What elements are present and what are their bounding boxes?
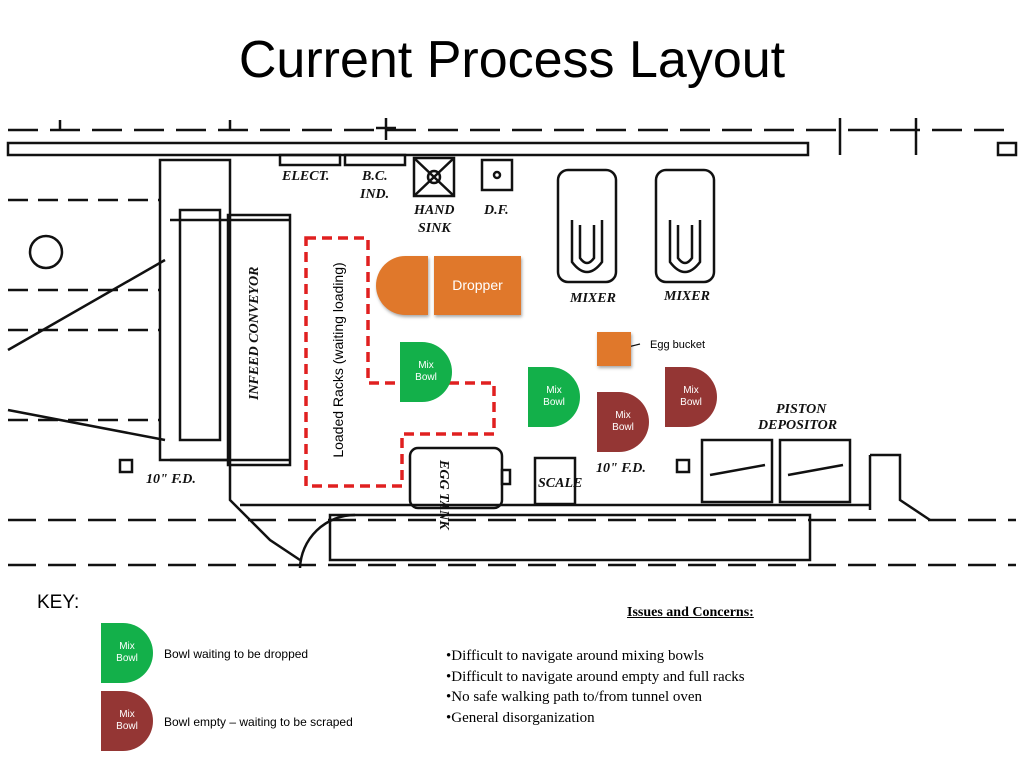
scale-label: SCALE	[538, 476, 582, 491]
issue-item: •No safe walking path to/from tunnel ove…	[446, 689, 703, 705]
infeed-conveyor-label: INFEED CONVEYOR	[247, 267, 262, 401]
piston-label: PISTON	[776, 402, 827, 417]
floor-plan: ELECT. B.C. IND. HAND SINK D.F. MIXER MI…	[6, 118, 1018, 569]
hand-sink	[412, 156, 456, 198]
loaded-racks-area	[304, 236, 496, 488]
key-bowl-green: Mix Bowl	[101, 623, 153, 683]
fd-right-label: 10" F.D.	[596, 461, 646, 476]
dropper-cap	[376, 256, 428, 315]
hand-label: HAND	[413, 203, 454, 218]
issue-item: •Difficult to navigate around empty and …	[446, 668, 745, 685]
issue-item: •Difficult to navigate around mixing bow…	[446, 648, 704, 664]
key-bowl-red: Mix Bowl	[101, 691, 153, 751]
overhead-rail	[6, 141, 810, 157]
egg-tank-label: EGG TANK	[436, 459, 451, 531]
sink-label: SINK	[418, 221, 452, 236]
mix-bowl-green: Mix Bowl	[528, 367, 580, 427]
piston-depositor-right	[778, 438, 852, 504]
key-green-text: Bowl waiting to be dropped	[164, 647, 309, 661]
mixer-2	[654, 168, 716, 284]
mix-bowl-red: Mix Bowl	[597, 392, 649, 452]
dropper-label: Dropper	[452, 277, 503, 293]
key-red-text: Bowl empty – waiting to be scraped	[164, 715, 353, 729]
floor-drain-left	[118, 458, 134, 474]
slide-title: Current Process Layout	[238, 31, 786, 89]
loaded-racks-label: Loaded Racks (waiting loading)	[330, 262, 346, 458]
ind-label: IND.	[359, 187, 389, 202]
bc-label: B.C.	[361, 169, 388, 184]
issues-title: Issues and Concerns:	[627, 605, 754, 620]
scale	[533, 456, 577, 506]
issues-list: •Difficult to navigate around mixing bow…	[446, 646, 745, 728]
mix-bowl-green: Mix Bowl	[400, 342, 452, 402]
elect-label: ELECT.	[281, 169, 329, 184]
egg-bucket-label: Egg bucket	[650, 339, 706, 351]
floor-drain-right	[675, 458, 691, 474]
egg-tank	[408, 446, 504, 510]
round-column	[28, 234, 64, 270]
mixer2-label: MIXER	[663, 289, 710, 304]
mixer-1	[556, 168, 618, 284]
mixer1-label: MIXER	[569, 291, 616, 306]
fd-left-label: 10" F.D.	[146, 472, 196, 487]
df-label: D.F.	[483, 203, 509, 218]
piston-depositor-left	[700, 438, 774, 504]
floor-drain-df	[480, 158, 514, 192]
egg-bucket	[597, 332, 631, 366]
mix-bowl-red: Mix Bowl	[665, 367, 717, 427]
dropper: Dropper	[434, 256, 521, 315]
key-label: KEY:	[37, 592, 80, 613]
depositor-label: DEPOSITOR	[757, 418, 837, 433]
issue-item: •General disorganization	[446, 709, 595, 726]
